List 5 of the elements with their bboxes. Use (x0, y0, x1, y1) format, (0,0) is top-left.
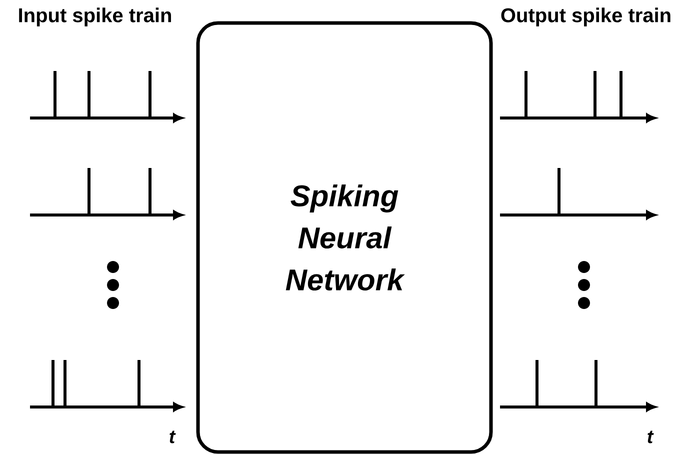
heading: Output spike train (501, 8, 670, 26)
axis-label: t (648, 430, 654, 444)
axis-label: t (170, 430, 176, 444)
network-box: Spiking Neural Network (196, 21, 493, 454)
heading: Input spike train (19, 8, 171, 26)
